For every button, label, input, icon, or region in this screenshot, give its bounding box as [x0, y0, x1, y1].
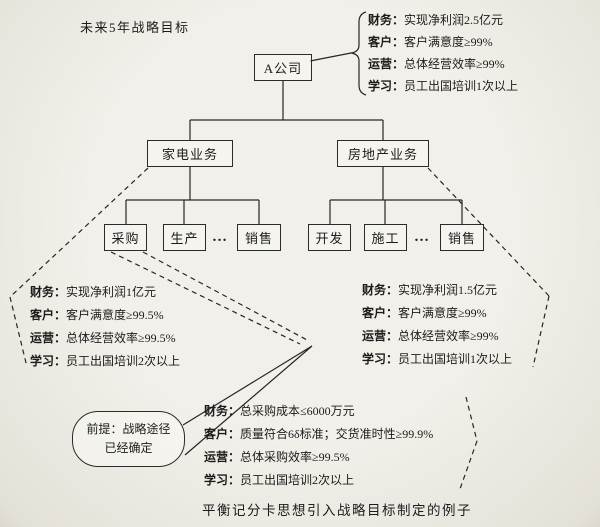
- org-box-sales-right: 销售: [440, 224, 484, 251]
- org-box-production: 生产: [163, 224, 206, 251]
- target-value: 员工出国培训2次以上: [66, 354, 181, 368]
- scorecard-realestate: 财务：实现净利润1.5亿元 客户：客户满意度≥99% 运营：总体经营效率≥99%…: [362, 279, 512, 371]
- premise-line-2: 已经确定: [104, 441, 153, 455]
- org-box-development: 开发: [308, 224, 351, 251]
- scorecard-row: 运营：总体经营效率≥99.5%: [30, 327, 180, 350]
- target-value: 客户满意度≥99%: [404, 35, 493, 49]
- scorecard-row: 财务：实现净利润1.5亿元: [362, 279, 512, 302]
- perspective-label: 学习：: [362, 352, 399, 366]
- org-box-realestate-division: 房地产业务: [337, 140, 429, 167]
- scorecard-row: 财务：实现净利润2.5亿元: [368, 9, 518, 31]
- scorecard-row: 学习：员工出国培训1次以上: [362, 348, 512, 371]
- perspective-label: 客户：: [204, 427, 241, 441]
- target-value: 总采购成本≤6000万元: [240, 404, 355, 418]
- perspective-label: 运营：: [204, 450, 241, 464]
- perspective-label: 财务：: [362, 283, 399, 297]
- appliance-dashed-bracket: [9, 167, 149, 368]
- scorecard-appliance: 财务：实现净利润1亿元 客户：客户满意度≥99.5% 运营：总体经营效率≥99.…: [30, 281, 180, 373]
- scorecard-row: 学习：员工出国培训2次以上: [204, 469, 433, 492]
- diagram-title: 未来5年战略目标: [80, 20, 190, 35]
- org-box-company: A公司: [254, 54, 312, 81]
- scorecard-row: 客户：质量符合6δ标准；交货准时性≥99.9%: [204, 423, 433, 446]
- perspective-label: 客户：: [362, 306, 399, 320]
- scorecard-row: 财务：实现净利润1亿元: [30, 281, 180, 304]
- target-value: 员工出国培训1次以上: [398, 352, 513, 366]
- scorecard-row: 运营：总体经营效率≥99%: [362, 325, 512, 348]
- target-value: 实现净利润1亿元: [66, 285, 157, 299]
- target-value: 实现净利润2.5亿元: [404, 13, 504, 27]
- scorecard-row: 客户：客户满意度≥99%: [362, 302, 512, 325]
- perspective-label: 学习：: [368, 79, 405, 93]
- company-brace-link-line: [309, 52, 352, 62]
- perspective-label: 财务：: [30, 285, 67, 299]
- scorecard-procurement: 财务：总采购成本≤6000万元 客户：质量符合6δ标准；交货准时性≥99.9% …: [204, 400, 433, 492]
- target-value: 员工出国培训1次以上: [404, 79, 519, 93]
- perspective-label: 运营：: [362, 329, 399, 343]
- figure-caption: 平衡记分卡思想引入战略目标制定的例子: [202, 503, 472, 518]
- scorecard-row: 学习：员工出国培训2次以上: [30, 350, 180, 373]
- perspective-label: 财务：: [368, 13, 405, 27]
- org-box-procurement: 采购: [104, 224, 147, 251]
- scorecard-row: 运营：总体采购效率≥99.5%: [204, 446, 433, 469]
- ellipsis-left: …: [212, 229, 228, 245]
- target-value: 客户满意度≥99.5%: [66, 308, 164, 322]
- realestate-dashed-bracket: [427, 167, 550, 368]
- target-value: 质量符合6δ标准；交货准时性≥99.9%: [240, 427, 434, 441]
- target-value: 实现净利润1.5亿元: [398, 283, 498, 297]
- org-tree-lines: [125, 81, 463, 224]
- procurement-right-dashed-bracket: [459, 396, 478, 490]
- scorecard-row: 财务：总采购成本≤6000万元: [204, 400, 433, 423]
- target-value: 总体经营效率≥99.5%: [66, 331, 176, 345]
- perspective-label: 学习：: [30, 354, 67, 368]
- org-box-construction: 施工: [364, 224, 407, 251]
- scorecard-row: 客户：客户满意度≥99%: [368, 31, 518, 53]
- scorecard-row: 运营：总体经营效率≥99%: [368, 53, 518, 75]
- perspective-label: 运营：: [30, 331, 67, 345]
- perspective-label: 客户：: [368, 35, 405, 49]
- perspective-label: 学习：: [204, 473, 241, 487]
- target-value: 员工出国培训2次以上: [240, 473, 355, 487]
- target-value: 总体经营效率≥99%: [404, 57, 505, 71]
- scorecard-row: 客户：客户满意度≥99.5%: [30, 304, 180, 327]
- premise-callout: 前提：战略途径 已经确定: [72, 411, 185, 467]
- perspective-label: 客户：: [30, 308, 67, 322]
- target-value: 总体经营效率≥99%: [398, 329, 499, 343]
- callout-tail-lines: [182, 345, 313, 456]
- scorecard-row: 学习：员工出国培训1次以上: [368, 75, 518, 97]
- org-box-appliance-division: 家电业务: [147, 140, 233, 167]
- perspective-label: 财务：: [204, 404, 241, 418]
- scorecard-company: 财务：实现净利润2.5亿元 客户：客户满意度≥99% 运营：总体经营效率≥99%…: [368, 9, 518, 97]
- org-box-sales-left: 销售: [237, 224, 281, 251]
- target-value: 客户满意度≥99%: [398, 306, 487, 320]
- perspective-label: 运营：: [368, 57, 405, 71]
- premise-line-1: 前提：战略途径: [86, 422, 171, 436]
- company-scorecard-brace: [350, 11, 367, 96]
- target-value: 总体采购效率≥99.5%: [240, 450, 350, 464]
- ellipsis-right: …: [414, 229, 430, 245]
- procurement-dashed-links: [110, 251, 310, 345]
